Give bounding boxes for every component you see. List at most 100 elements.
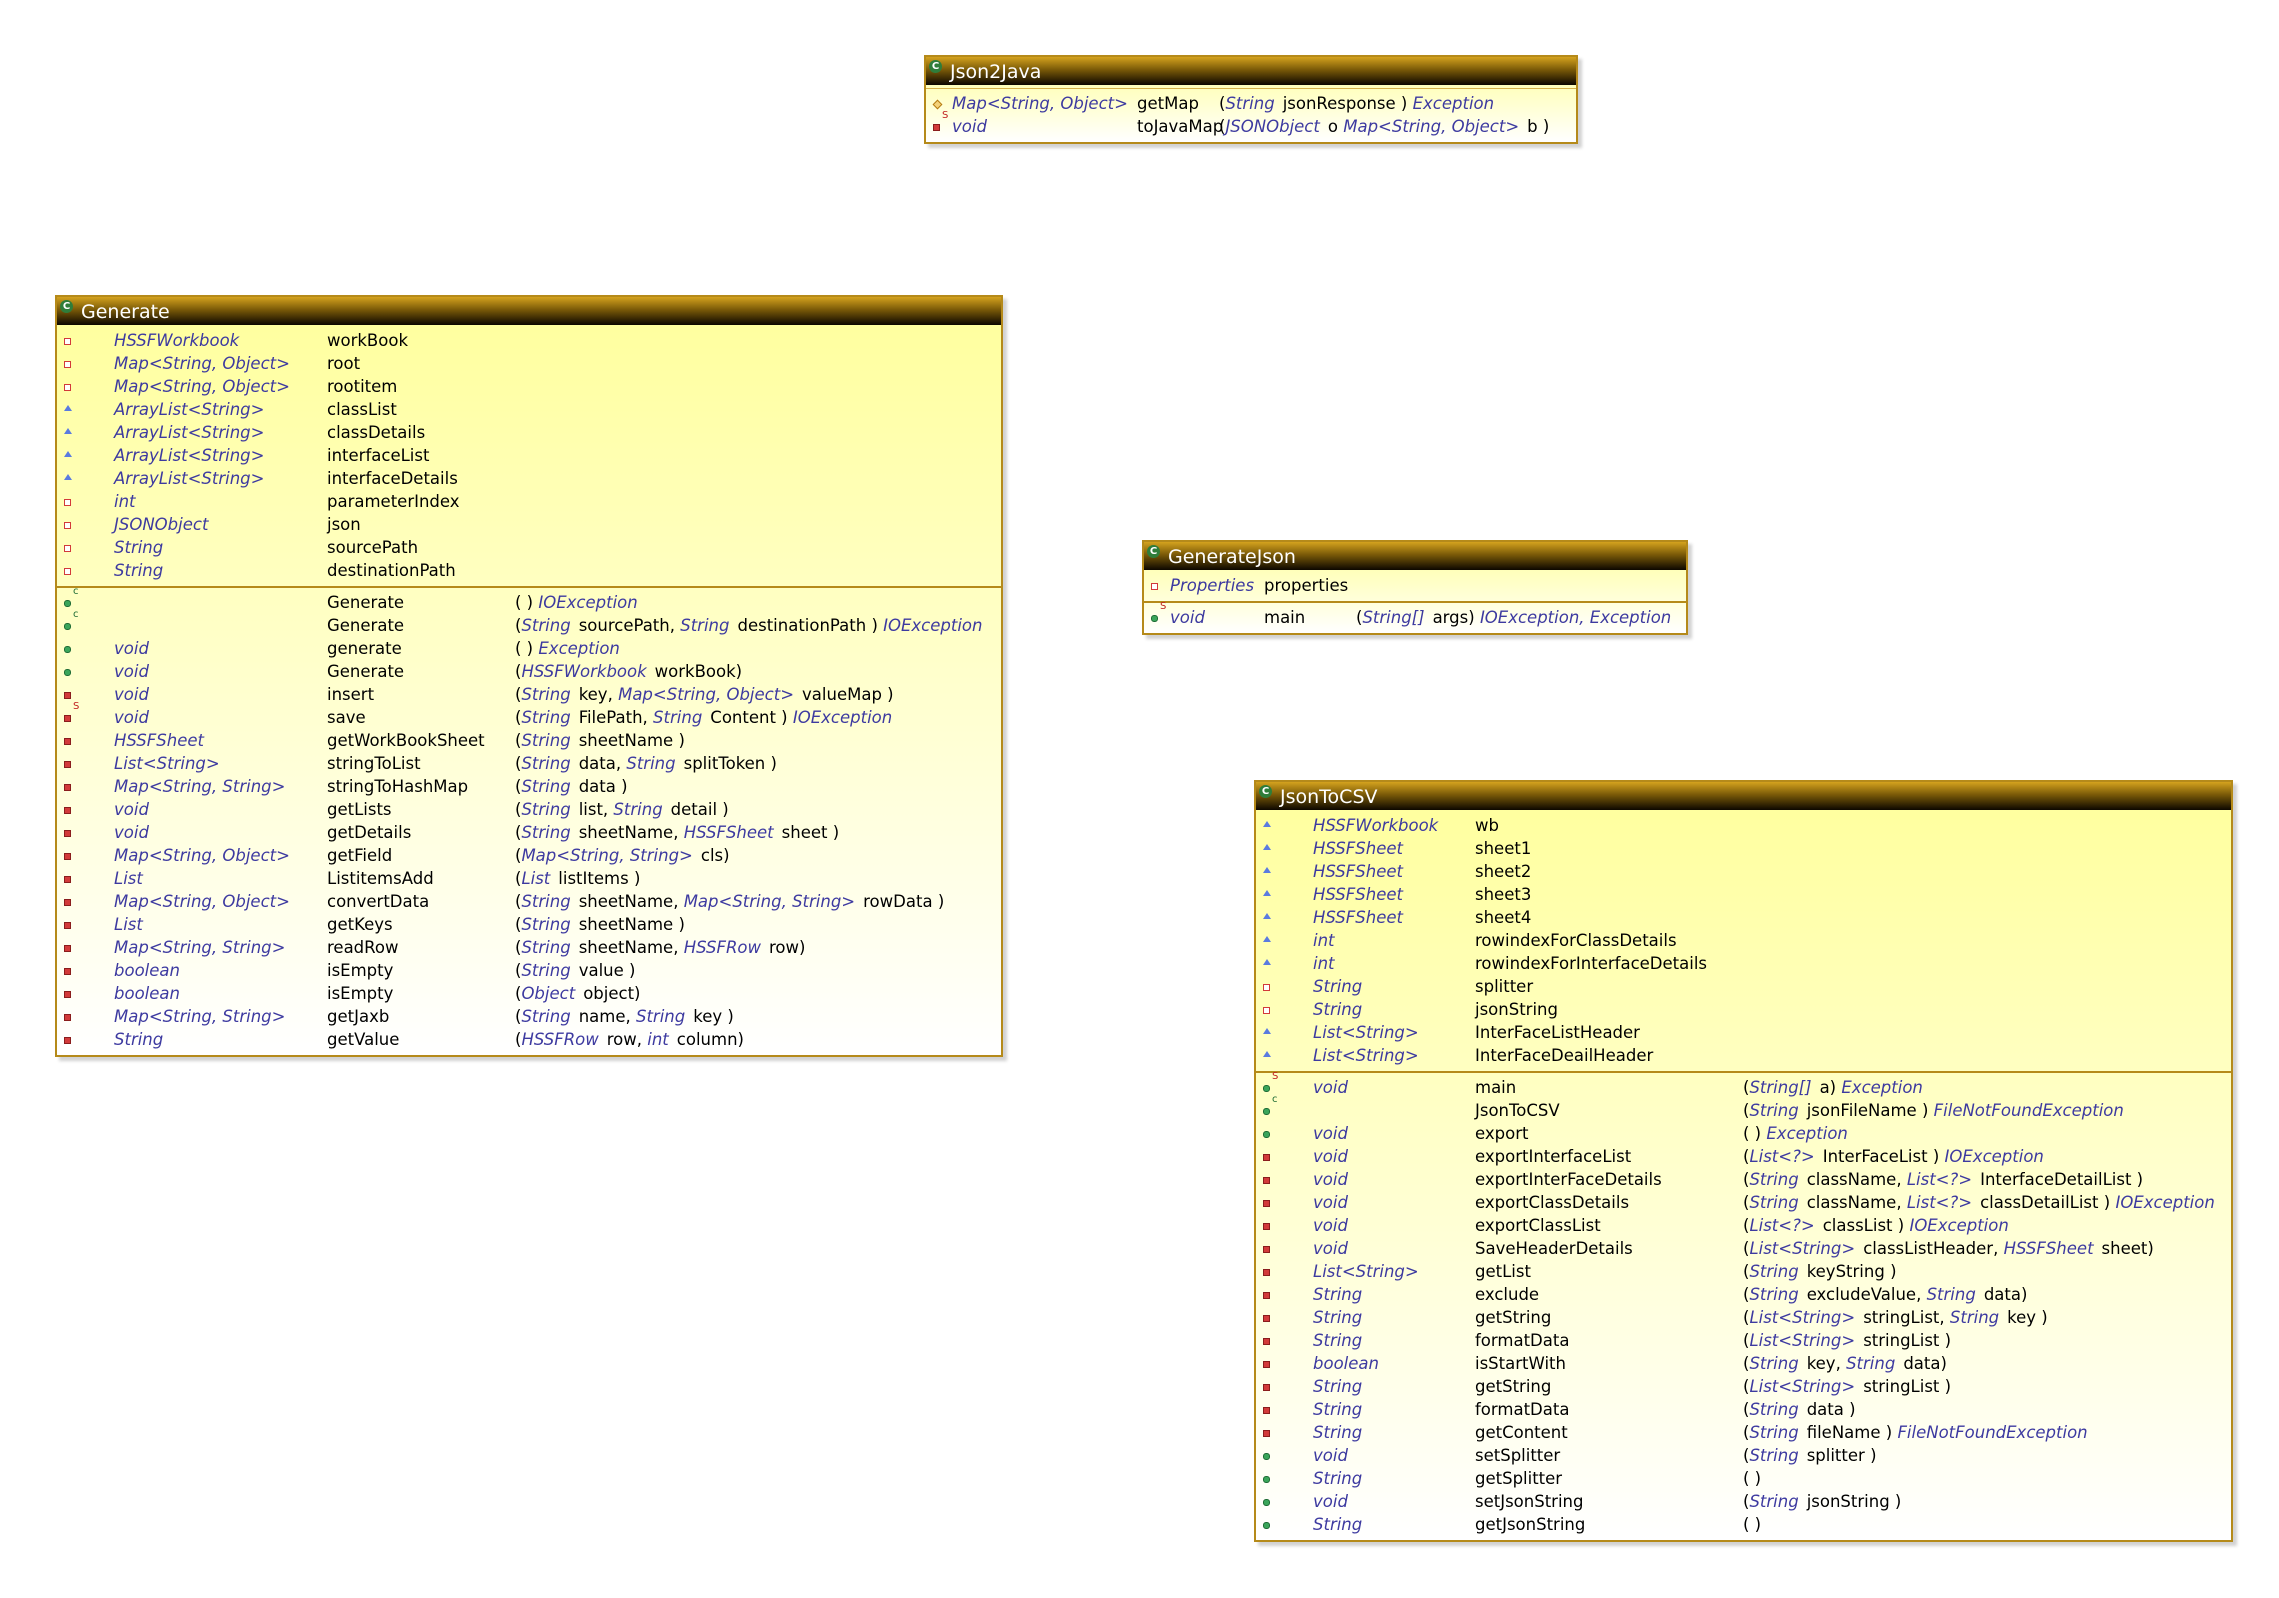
field-row[interactable]: ArrayList<String>classList — [57, 398, 1001, 421]
public-visibility-icon — [1263, 1467, 1277, 1490]
method-name: setSplitter — [1475, 1446, 1561, 1465]
param-name: data — [1806, 1400, 1844, 1419]
param-type: HSSFRow — [683, 938, 761, 957]
field-row[interactable]: ArrayList<String>interfaceList — [57, 444, 1001, 467]
field-row[interactable]: ArrayList<String>classDetails — [57, 421, 1001, 444]
field-row[interactable]: ArrayList<String>interfaceDetails — [57, 467, 1001, 490]
field-type: Properties — [1170, 576, 1255, 595]
field-name: properties — [1264, 576, 1349, 595]
field-row[interactable]: Map<String, Object>rootitem — [57, 375, 1001, 398]
param-name: cls) — [700, 846, 730, 865]
field-row[interactable]: Map<String, Object>root — [57, 352, 1001, 375]
param-type: String — [1749, 1101, 1799, 1120]
method-name: toJavaMap — [1137, 117, 1224, 136]
private-visibility-icon — [1263, 1398, 1277, 1421]
param-type: String — [1749, 1423, 1799, 1442]
param-name: Content — [710, 708, 776, 727]
param-name: jsonFileName — [1806, 1101, 1917, 1120]
method-name: getField — [327, 846, 393, 865]
private-visibility-icon — [64, 959, 78, 982]
method-name: save — [327, 708, 366, 727]
method-row[interactable]: Map<String, String>stringToHashMap(Strin… — [57, 775, 1001, 798]
param-type: String — [521, 892, 571, 911]
param-type: String — [521, 938, 571, 957]
field-row[interactable]: List<String>InterFaceDeailHeader — [1256, 1044, 2231, 1067]
field-type: Map<String, Object> — [114, 377, 290, 396]
param-type: String — [521, 685, 571, 704]
method-return-type: void — [114, 639, 149, 658]
method-name: formatData — [1475, 1331, 1570, 1350]
param-name: classListHeader, — [1863, 1239, 1999, 1258]
private-visibility-icon: S — [933, 110, 948, 138]
private-visibility-icon — [64, 844, 78, 867]
field-row[interactable]: List<String>InterFaceListHeader — [1256, 1021, 2231, 1044]
method-row[interactable]: Map<String, Object>getField(Map<String, … — [57, 844, 1001, 867]
field-row[interactable]: Properties properties — [1144, 574, 1686, 597]
